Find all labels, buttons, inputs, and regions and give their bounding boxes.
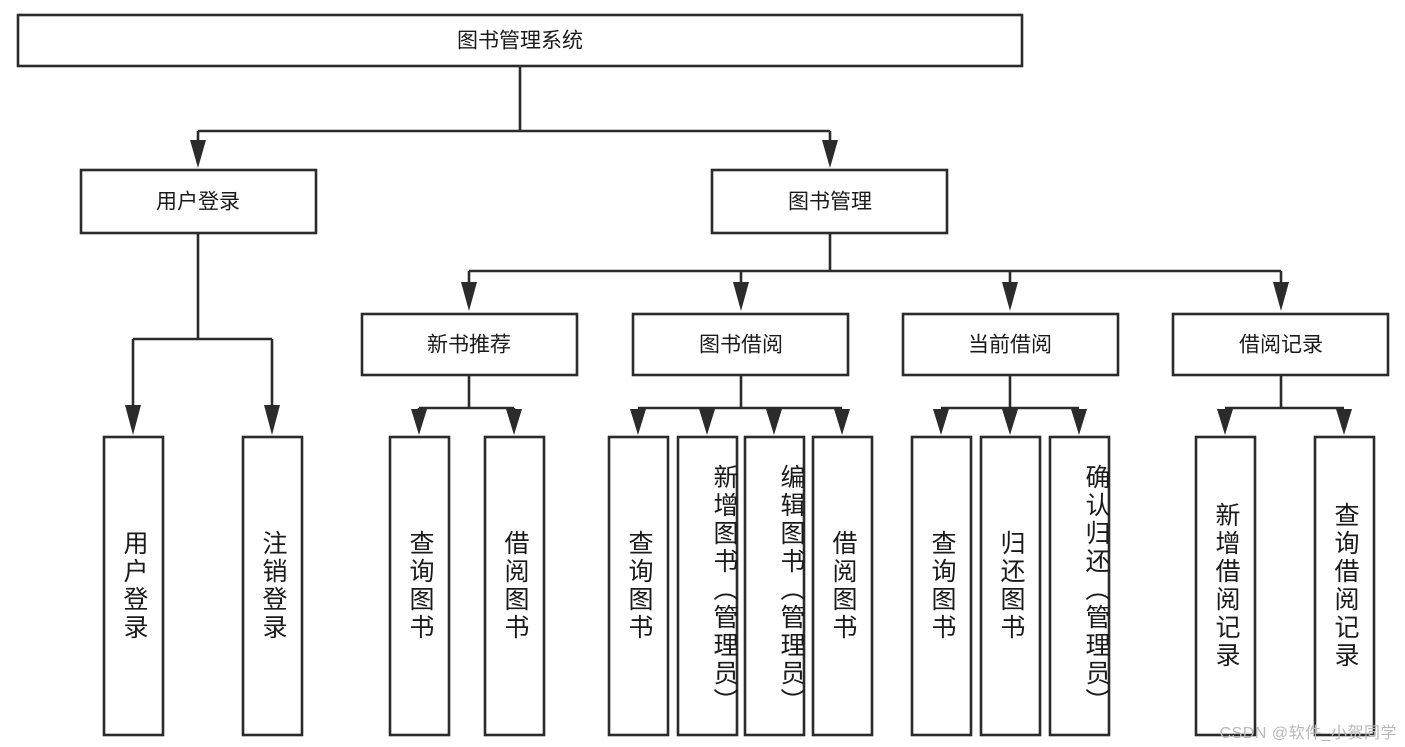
arrow-to-book-borrow (733, 282, 749, 311)
arrow-to-book-management (822, 140, 838, 168)
node-borrow-record[interactable] (1171, 312, 1390, 377)
arrow-to-leaf-borrow-book-a (506, 409, 522, 435)
leaf-confirm-return-admin[interactable] (1048, 435, 1111, 737)
node-user-login[interactable] (79, 168, 318, 235)
leaf-logout[interactable] (241, 435, 304, 737)
arrow-to-user-login (190, 140, 206, 168)
leaf-borrow-book-recommend[interactable] (483, 435, 546, 737)
node-new-book-recommend-label: 新书推荐 (427, 334, 511, 357)
arrow-to-current-borrow (1002, 282, 1018, 311)
node-user-login-label: 用户登录 (156, 191, 240, 214)
arrow-to-leaf-logout (264, 405, 280, 435)
arrow-to-leaf-user-login (125, 405, 141, 435)
leaf-query-book-current[interactable] (910, 435, 973, 737)
arrow-to-leaf-borrow-book-b (834, 409, 850, 435)
node-new-book-recommend[interactable] (360, 312, 579, 377)
arrow-to-borrow-record (1273, 282, 1289, 311)
arrow-to-leaf-query-book-b (630, 409, 646, 435)
leaf-return-book[interactable] (979, 435, 1042, 737)
arrow-to-leaf-edit-book (766, 409, 782, 435)
arrow-to-leaf-query-book-c (933, 409, 949, 435)
node-current-borrow-label: 当前借阅 (968, 334, 1052, 357)
arrow-to-leaf-add-book (699, 409, 715, 435)
arrow-to-new-book-recommend (461, 282, 477, 311)
arrow-to-leaf-confirm-return (1071, 409, 1087, 435)
node-borrow-record-label: 借阅记录 (1239, 334, 1323, 357)
node-book-management-label: 图书管理 (788, 191, 872, 214)
leaf-query-book-borrow[interactable] (607, 435, 670, 737)
node-current-borrow[interactable] (901, 312, 1120, 377)
arrow-to-leaf-add-record (1217, 409, 1233, 435)
leaf-query-borrow-record[interactable] (1313, 435, 1376, 737)
arrow-to-leaf-query-record (1336, 409, 1352, 435)
leaf-borrow-book-borrow[interactable] (811, 435, 874, 737)
leaf-edit-book-admin[interactable] (743, 435, 806, 737)
leaf-user-login[interactable] (102, 435, 165, 737)
leaf-query-book-recommend[interactable] (388, 435, 451, 737)
node-root-book-management-system[interactable] (16, 13, 1024, 68)
csdn-watermark: CSDN @软件_小贺同学 (1219, 725, 1397, 742)
node-book-borrow-label: 图书借阅 (699, 334, 783, 357)
leaf-add-borrow-record[interactable] (1194, 435, 1257, 737)
leaf-add-book-admin[interactable] (676, 435, 739, 737)
node-book-borrow[interactable] (631, 312, 850, 377)
node-book-management[interactable] (710, 168, 949, 235)
node-root-label: 图书管理系统 (457, 30, 583, 53)
arrow-to-leaf-query-book-a (411, 409, 427, 435)
arrow-to-leaf-return-book (1002, 409, 1018, 435)
